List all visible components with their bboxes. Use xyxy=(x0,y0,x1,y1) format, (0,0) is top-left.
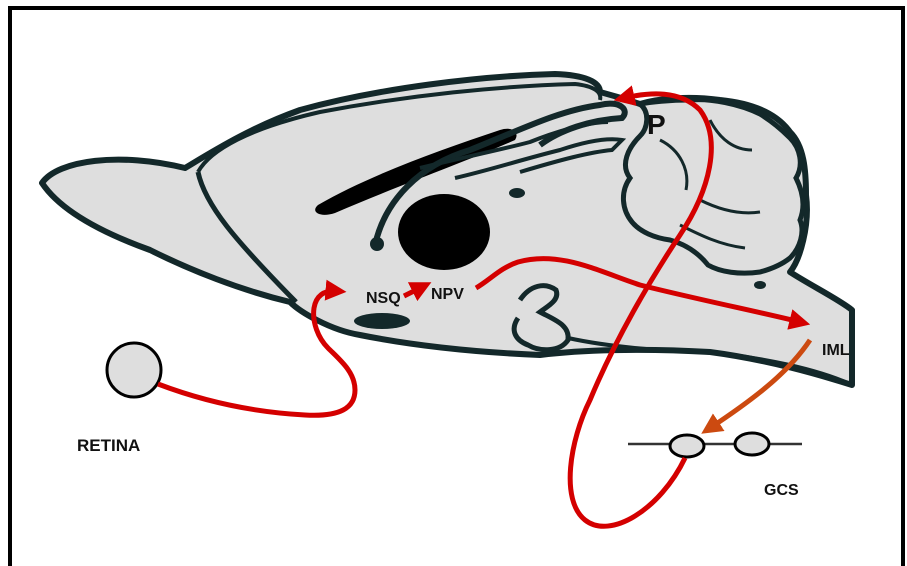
retina-eye xyxy=(107,343,161,397)
pineal-label: P xyxy=(647,109,666,140)
npv-label: NPV xyxy=(431,286,464,303)
ganglion-left xyxy=(670,435,704,457)
ganglion-right xyxy=(735,433,769,455)
commissure-dot xyxy=(509,188,525,198)
thalamus xyxy=(398,194,490,270)
fourth-ventricle-dot xyxy=(754,281,766,289)
iml-label: IML xyxy=(822,342,850,359)
anterior-commissure xyxy=(370,237,384,251)
optic-chiasm xyxy=(354,313,410,329)
gcs-label: GCS xyxy=(764,482,799,499)
retina-label: RETINA xyxy=(77,436,140,455)
nsq-label: NSQ xyxy=(366,290,401,307)
